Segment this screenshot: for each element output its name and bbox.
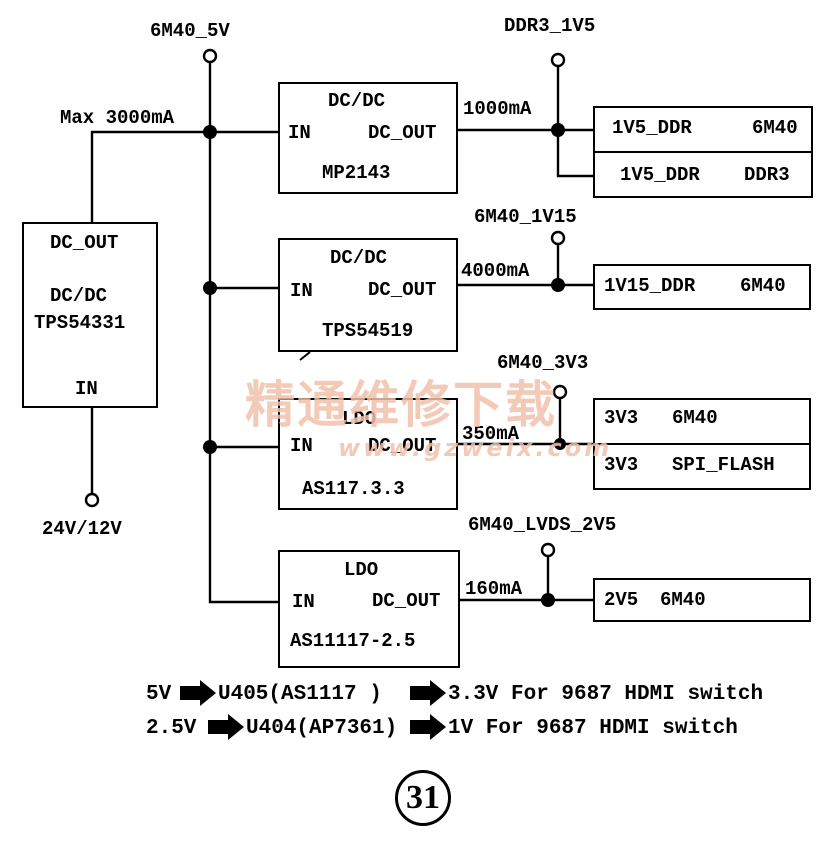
load-1v15-box (593, 264, 811, 310)
net-label-5v: 6M40_5V (150, 20, 230, 42)
mp2143-type: DC/DC (328, 90, 386, 112)
as11117-part: AS11117-2.5 (290, 630, 416, 652)
note-1-from: 5V (146, 683, 172, 706)
note-2-to: 1V For 9687 HDMI switch (448, 717, 738, 740)
as11117-type: LDO (344, 559, 379, 581)
watermark-cn: 精通维修下载 (245, 376, 557, 434)
as117-in: IN (290, 435, 313, 457)
load-1v5-ddr-ddr3-a: 1V5_DDR (620, 164, 700, 186)
page-number-badge: 31 (395, 770, 451, 826)
net-label-input: 24V/12V (42, 518, 122, 540)
current-mp2143: 1000mA (463, 98, 532, 120)
mp2143-part: MP2143 (322, 162, 391, 184)
tps54519-box (278, 238, 458, 352)
net-label-3v3: 6M40_3V3 (497, 352, 589, 374)
as117-box (278, 398, 458, 510)
as11117-box (278, 550, 460, 668)
load-3v3-divider (593, 443, 811, 445)
mp2143-in: IN (288, 122, 311, 144)
net-label-ddr3-1v5: DDR3_1V5 (504, 15, 596, 37)
tps54519-in: IN (290, 280, 313, 302)
tps54519-out: DC_OUT (368, 279, 437, 301)
current-max: Max 3000mA (60, 107, 175, 129)
load-ddr-divider (593, 151, 813, 153)
load-1v5-ddr-6m40-a: 1V5_DDR (612, 117, 692, 139)
tps54331-in: IN (75, 378, 98, 400)
current-as117: 350mA (462, 423, 520, 445)
as117-out: DC_OUT (368, 435, 437, 457)
mp2143-box (278, 82, 458, 194)
as11117-out: DC_OUT (372, 590, 441, 612)
tps54331-out: DC_OUT (50, 232, 119, 254)
current-tps54519: 4000mA (461, 260, 530, 282)
load-3v3-6m40-b: 6M40 (672, 407, 718, 429)
note-1-to: 3.3V For 9687 HDMI switch (448, 683, 764, 706)
as117-type: LDO (342, 408, 377, 430)
current-as11117: 160mA (465, 578, 523, 600)
load-2v5-box (593, 578, 811, 622)
load-3v3-spi-a: 3V3 (604, 454, 639, 476)
note-1-mid: U405(AS1117 ) (218, 683, 382, 706)
load-1v5-ddr-ddr3-b: DDR3 (744, 164, 790, 186)
tps54519-type: DC/DC (330, 247, 388, 269)
load-2v5-6m40-b: 6M40 (660, 589, 706, 611)
load-1v15-ddr-b: 6M40 (740, 275, 786, 297)
load-1v5-ddr-6m40-b: 6M40 (752, 117, 798, 139)
net-label-1v15: 6M40_1V15 (474, 206, 577, 228)
load-3v3-6m40-a: 3V3 (604, 407, 639, 429)
note-2-from: 2.5V (146, 717, 197, 740)
mp2143-out: DC_OUT (368, 122, 437, 144)
note-2-mid: U404(AP7361) (246, 717, 398, 740)
tps54519-part: TPS54519 (322, 320, 414, 342)
tps54331-part: TPS54331 (34, 312, 126, 334)
watermark-url: www.gzweix.com (338, 434, 613, 462)
load-3v3-spi-b: SPI_FLASH (672, 454, 775, 476)
net-label-lvds-2v5: 6M40_LVDS_2V5 (468, 514, 617, 536)
as11117-in: IN (292, 591, 315, 613)
tps54331-box (22, 222, 158, 408)
as117-part: AS117.3.3 (302, 478, 405, 500)
load-2v5-6m40-a: 2V5 (604, 589, 639, 611)
tps54331-type: DC/DC (50, 285, 108, 307)
load-1v15-ddr-a: 1V15_DDR (604, 275, 696, 297)
